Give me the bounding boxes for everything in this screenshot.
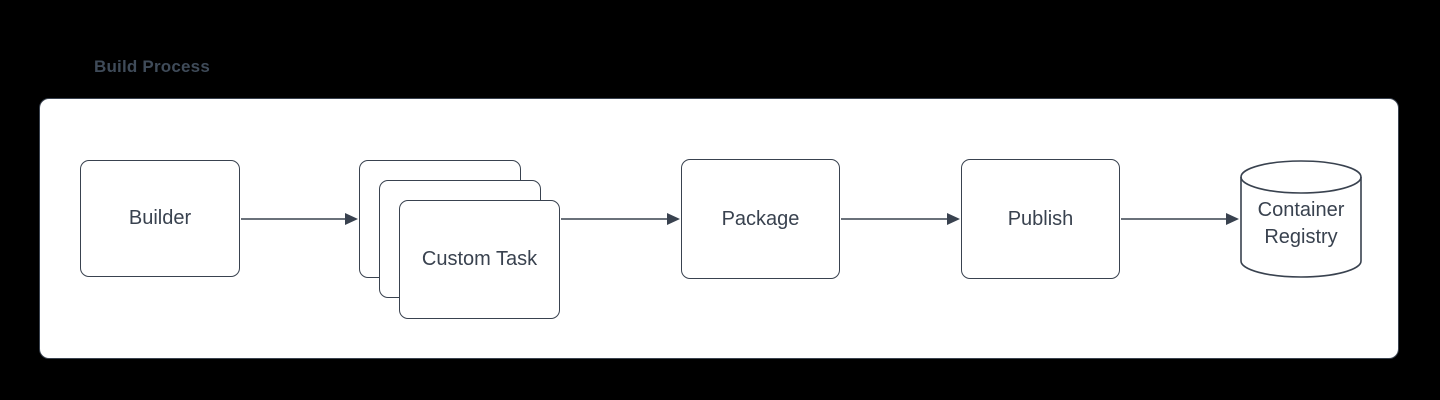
node-builder: Builder [80, 160, 240, 277]
node-container-registry: Container Registry [1240, 160, 1362, 278]
connector-publish-to-container-registry [1121, 213, 1239, 225]
node-package: Package [681, 159, 840, 279]
connector-custom-task-to-package [561, 213, 680, 225]
node-publish: Publish [961, 159, 1120, 279]
connector-builder-to-custom-task [241, 213, 358, 225]
node-publish-label: Publish [1007, 207, 1074, 230]
cylinder-shape-icon [1240, 160, 1362, 278]
connector-package-to-publish [841, 213, 960, 225]
node-custom-task: Custom Task [399, 200, 560, 319]
node-container-registry-label: Container Registry [1257, 198, 1345, 248]
node-custom-task-label: Custom Task [421, 248, 538, 270]
node-builder-label: Builder [128, 207, 192, 229]
diagram-title: Build Process [94, 57, 210, 76]
node-package-label: Package [721, 207, 800, 230]
